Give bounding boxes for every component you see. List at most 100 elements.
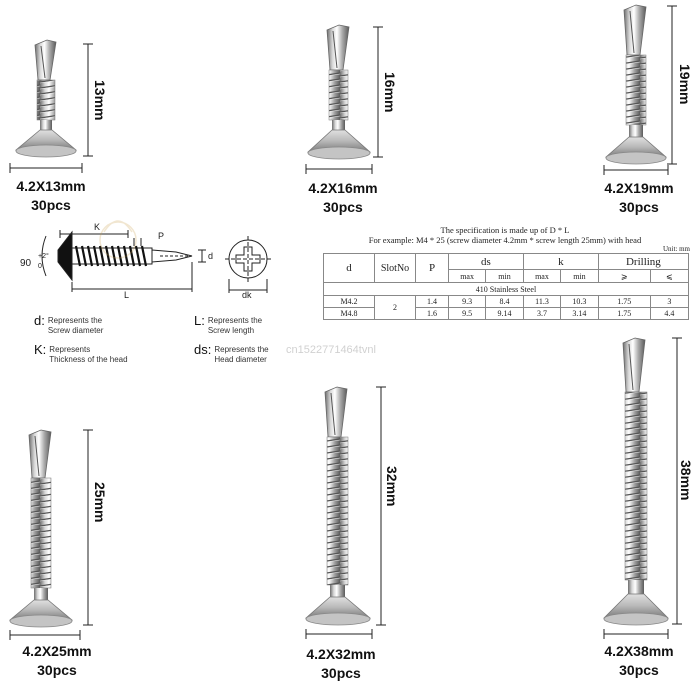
- legend-symbol: ds:: [194, 342, 212, 357]
- cell-d: M4.2: [323, 295, 375, 308]
- length-dimension-38mm: [603, 337, 682, 639]
- length-label-25mm: 25mm: [92, 482, 108, 523]
- cell-slot: 2: [374, 295, 416, 320]
- screw-38mm-image: [603, 337, 669, 626]
- spec-title: The specification is made up of D * L: [440, 225, 570, 235]
- legend-ds: ds: Represents the Head diameter: [194, 342, 269, 365]
- caption-25mm: 4.2X25mm 30pcs: [12, 642, 102, 680]
- legend-k: K: Represents Thickness of the head: [34, 343, 128, 365]
- subheader-drill-le: ⩽: [649, 269, 690, 283]
- screw-32mm-image: [304, 386, 372, 626]
- cell-p: 1.6: [415, 307, 449, 320]
- l-dimension-label: L: [124, 290, 130, 300]
- cell-ds-max: 9.5: [447, 307, 487, 320]
- subheader-drill-ge: ⩾: [597, 269, 651, 283]
- header-p: P: [415, 253, 449, 283]
- size-label: 4.2X32mm: [306, 646, 376, 662]
- cell-drill-le: 3: [649, 295, 690, 308]
- cell-d: M4.8: [323, 307, 375, 320]
- cell-k-max: 3.7: [522, 307, 562, 320]
- cell-ds-min: 9.14: [485, 307, 524, 320]
- caption-19mm: 4.2X19mm 30pcs: [594, 179, 684, 217]
- legend-symbol: L:: [194, 313, 205, 328]
- size-label: 4.2X19mm: [604, 180, 674, 196]
- caption-32mm: 4.2X32mm 30pcs: [296, 645, 386, 683]
- length-dimension-19mm: [603, 5, 677, 175]
- length-dimension-25mm: [9, 429, 93, 640]
- qty-label: 30pcs: [31, 197, 71, 213]
- d-dimension-label: d: [208, 251, 214, 261]
- legend-l: L: Represents the Screw length: [194, 313, 263, 336]
- dk-dimension-label: dk: [242, 290, 252, 300]
- length-label-16mm: 16mm: [382, 72, 398, 113]
- subheader-ds-min: min: [485, 269, 524, 283]
- length-label-38mm: 38mm: [678, 460, 694, 501]
- angle-label: 90: [20, 258, 32, 269]
- qty-label: 30pcs: [619, 199, 659, 215]
- qty-label: 30pcs: [321, 665, 361, 681]
- spec-example: For example: M4 * 25 (screw diameter 4.2…: [368, 235, 642, 245]
- legend-symbol: d:: [34, 313, 45, 328]
- spec-unit: Unit: mm: [662, 245, 690, 253]
- qty-label: 30pcs: [619, 662, 659, 678]
- qty-label: 30pcs: [37, 662, 77, 678]
- subheader-k-max: max: [522, 269, 562, 283]
- subheader-ds-max: max: [447, 269, 487, 283]
- cell-k-min: 10.3: [560, 295, 599, 308]
- legend-d: d: Represents the Screw diameter: [34, 313, 104, 336]
- legend-line: Represents the: [47, 316, 103, 325]
- screw-13mm-image: [14, 39, 78, 158]
- legend-line: Represents the: [207, 316, 263, 325]
- p-dimension-label: P: [158, 231, 165, 241]
- legend-line: Represents: [49, 345, 91, 354]
- angle-tolerance-upper: +2°: [38, 253, 49, 260]
- length-label-19mm: 19mm: [677, 64, 693, 105]
- k-dimension-label: K: [94, 222, 101, 232]
- size-label: 4.2X25mm: [22, 643, 92, 659]
- cell-k-min: 3.14: [560, 307, 599, 320]
- brand-logo-watermark: [99, 220, 137, 259]
- size-label: 4.2X16mm: [308, 180, 378, 196]
- table-row: M4.8 1.6 9.5 9.14 3.7 3.14 1.75 4.4: [323, 307, 690, 320]
- caption-13mm: 4.2X13mm 30pcs: [6, 177, 96, 215]
- cell-drill-ge: 1.75: [597, 295, 651, 308]
- length-label-32mm: 32mm: [384, 466, 400, 507]
- size-label: 4.2X38mm: [604, 643, 674, 659]
- header-k: k: [522, 253, 599, 270]
- length-dimension-32mm: [305, 386, 386, 639]
- store-watermark: cn1522771464tvnl: [286, 344, 376, 356]
- cell-p: 1.4: [415, 295, 449, 308]
- length-dimension-13mm: [9, 43, 93, 173]
- size-label: 4.2X13mm: [16, 178, 86, 194]
- angle-tolerance-lower: 0: [38, 263, 42, 270]
- header-d: d: [323, 253, 375, 283]
- legend-line: Screw length: [207, 326, 255, 335]
- length-label-13mm: 13mm: [92, 80, 108, 121]
- cell-k-max: 11.3: [522, 295, 562, 308]
- material-cell: 410 Stainless Steel: [323, 282, 689, 296]
- screw-19mm-image: [604, 4, 668, 165]
- length-dimension-16mm: [305, 26, 383, 174]
- table-header-row: d SlotNo P ds k Drilling: [323, 253, 690, 283]
- cell-drill-ge: 1.75: [597, 307, 651, 320]
- screw-16mm-image: [306, 24, 372, 160]
- header-slot: SlotNo: [374, 253, 416, 283]
- spec-table: d SlotNo P ds k Drilling max min max min…: [323, 253, 690, 320]
- screw-25mm-image: [8, 429, 74, 628]
- screw-head-front-view: [225, 236, 271, 293]
- screw-technical-drawing: [41, 230, 206, 292]
- caption-38mm: 4.2X38mm 30pcs: [594, 642, 684, 680]
- header-drilling: Drilling: [597, 253, 690, 270]
- legend-line: Screw diameter: [47, 326, 104, 335]
- subheader-k-min: min: [560, 269, 599, 283]
- table-material-row: 410 Stainless Steel: [323, 282, 689, 296]
- qty-label: 30pcs: [323, 199, 363, 215]
- cell-ds-max: 9.3: [447, 295, 487, 308]
- legend-line: Represents the: [214, 345, 269, 354]
- table-subheader-row: max min max min ⩾ ⩽: [324, 269, 690, 283]
- legend-line: Thickness of the head: [49, 355, 128, 364]
- cell-drill-le: 4.4: [649, 307, 690, 320]
- cell-ds-min: 8.4: [485, 295, 524, 308]
- table-row: M4.2 2 1.4 9.3 8.4 11.3 10.3 1.75 3: [323, 295, 690, 320]
